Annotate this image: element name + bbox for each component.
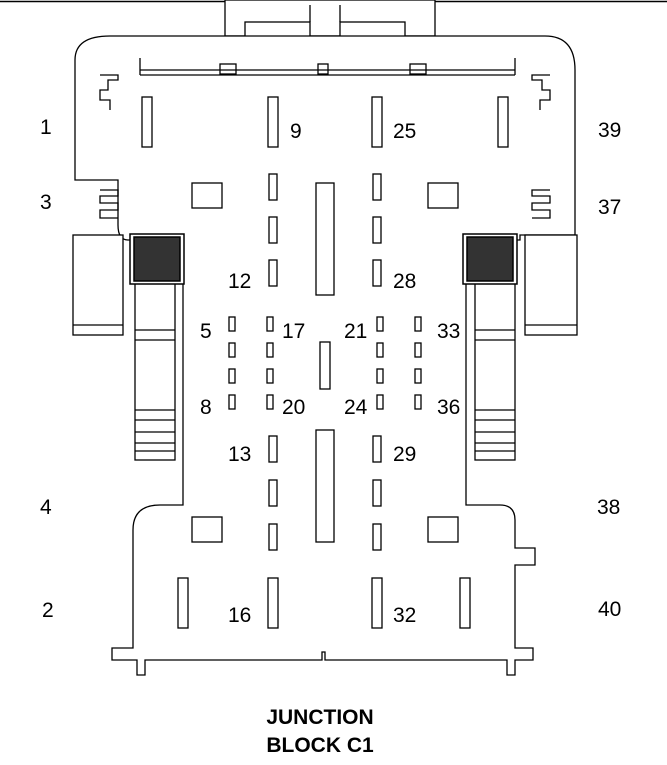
pin-label-20: 20 [282,396,305,419]
pin-label-4: 4 [40,496,52,519]
diagram-caption: JUNCTION BLOCK C1 [0,704,640,760]
caption-line-1: JUNCTION [266,706,374,729]
pin-label-8: 8 [200,396,212,419]
pin-label-39: 39 [598,119,621,142]
pin-label-1: 1 [40,116,52,139]
pin-labels: 1 3 4 2 39 37 38 40 9 25 12 28 5 17 21 3… [40,116,621,627]
pin-label-24: 24 [344,396,368,419]
pin-label-5: 5 [200,320,212,343]
connector-diagram: 1 3 4 2 39 37 38 40 9 25 12 28 5 17 21 3… [0,0,667,676]
latch-heads [129,233,518,285]
pin-label-13: 13 [228,443,251,466]
pin-label-40: 40 [598,598,621,621]
pin-label-21: 21 [344,320,367,343]
pin-label-29: 29 [393,443,416,466]
pin-label-36: 36 [437,396,460,419]
caption-line-2: BLOCK C1 [266,734,374,757]
pin-label-16: 16 [228,604,251,627]
pin-label-33: 33 [437,320,460,343]
pin-label-28: 28 [393,270,416,293]
pin-label-2: 2 [42,599,54,622]
pin-label-9: 9 [290,120,302,143]
pin-label-37: 37 [598,196,621,219]
pin-label-12: 12 [228,270,251,293]
pin-cavities [141,96,509,629]
pin-label-38: 38 [597,496,620,519]
pin-label-25: 25 [393,120,416,143]
pin-label-3: 3 [40,191,52,214]
pin-label-32: 32 [393,604,416,627]
pin-label-17: 17 [282,320,305,343]
